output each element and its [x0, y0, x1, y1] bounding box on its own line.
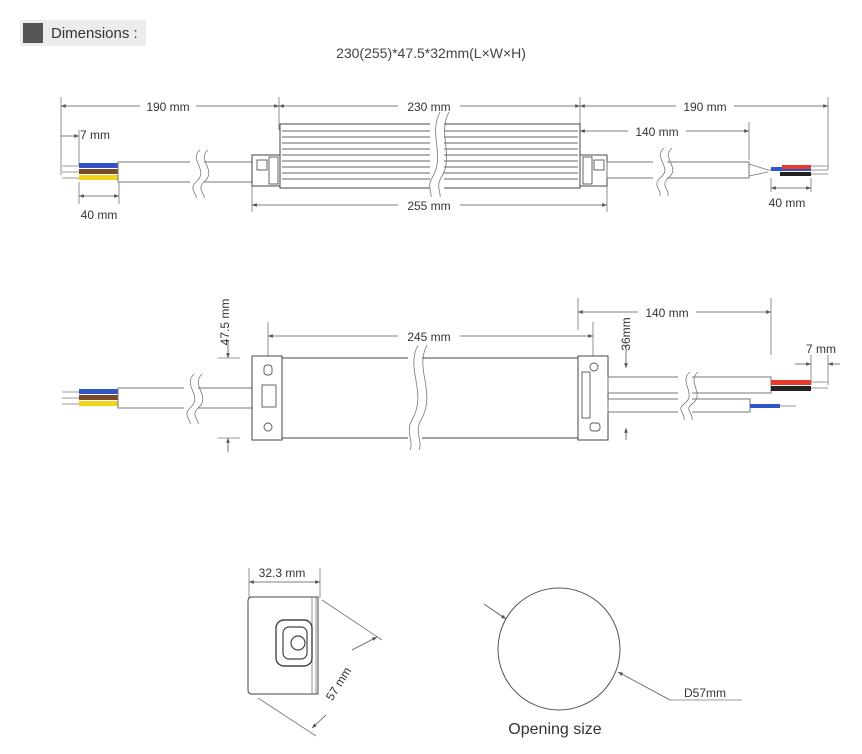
dim-height: 47.5 mm [218, 299, 232, 346]
dim-diagonal: 57 mm [323, 665, 354, 704]
dim-left-cable: 190 mm [146, 100, 189, 114]
dim-hole-spacing: 36mm [619, 317, 633, 350]
dim-strip-right: 7 mm [806, 342, 836, 356]
opening-circle [497, 587, 621, 711]
section-header: Dimensions : [20, 20, 146, 46]
wire-brown [79, 169, 119, 174]
opening-view: D57mm Opening size [483, 587, 742, 738]
header-square-icon [23, 23, 43, 43]
wire-yellow [79, 175, 119, 180]
dim-depth: 32.3 mm [259, 566, 306, 580]
dim-body-length: 230 mm [407, 100, 450, 114]
wire-blue [79, 163, 119, 168]
end-view: 32.3 mm 57 mm [247, 566, 383, 737]
top-view: 190 mm 230 mm 190 mm 7 mm 140 mm [60, 97, 829, 222]
spec-line: 230(255)*47.5*32mm(L×W×H) [336, 45, 526, 61]
front-view: 47.5 mm 245 mm 36mm 140 mm 7 mm [62, 298, 840, 452]
dim-right-split-front: 140 mm [645, 306, 688, 320]
opening-caption: Opening size [508, 721, 601, 738]
dim-mounting: 245 mm [407, 330, 450, 344]
dim-diameter: D57mm [684, 686, 726, 700]
dim-right-cable: 190 mm [683, 100, 726, 114]
dim-strip-left: 7 mm [80, 128, 110, 142]
dim-left-conductors: 40 mm [81, 208, 118, 222]
dim-right-split-top: 140 mm [635, 125, 678, 139]
section-title: Dimensions : [51, 24, 138, 42]
dim-overall-length: 255 mm [407, 199, 450, 213]
dim-right-conductors: 40 mm [769, 196, 806, 210]
